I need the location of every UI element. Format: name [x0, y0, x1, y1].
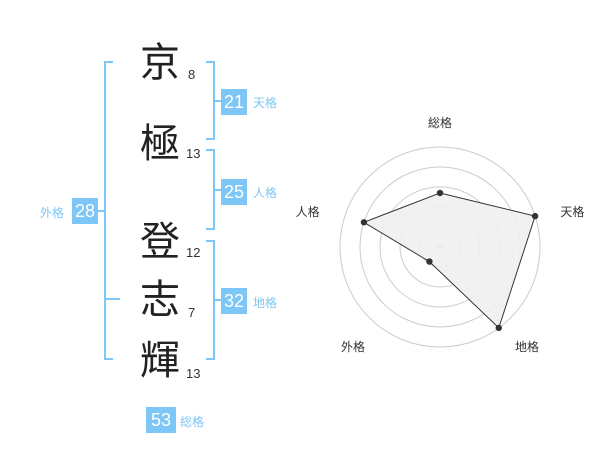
radar-data-polygon — [362, 192, 536, 329]
radar-point-1 — [436, 189, 444, 197]
radar-axis-label-1: 総格 — [428, 115, 452, 130]
name-char-1: 京 — [140, 40, 180, 86]
tenkaku-bracket — [206, 61, 215, 140]
gaikaku-label: 外格 — [40, 206, 65, 220]
radar-point-3 — [495, 324, 502, 332]
chikaku-bracket-tick — [215, 299, 221, 301]
radar-axis-label-4: 外格 — [341, 339, 365, 354]
jinkaku-bracket-tick — [215, 189, 221, 191]
soukaku-value: 53 — [146, 407, 176, 433]
radar-point-5 — [360, 219, 368, 226]
tenkaku-label: 天格 — [253, 96, 278, 110]
tenkaku-bracket-tick — [215, 100, 221, 102]
chikaku-bracket — [206, 240, 215, 360]
tenkaku-value: 21 — [221, 89, 247, 115]
stroke-count-5: 13 — [186, 366, 201, 381]
chikaku-value: 32 — [221, 288, 247, 314]
stroke-count-1: 8 — [188, 67, 196, 82]
radar-point-2 — [531, 212, 539, 220]
name-char-3: 登 — [140, 219, 180, 265]
radar-grid-ring-5 — [339, 146, 541, 348]
gaikaku-value: 28 — [72, 198, 98, 224]
jinkaku-label: 人格 — [253, 186, 278, 200]
radar-axis-label-5: 人格 — [296, 204, 320, 219]
jinkaku-value: 25 — [221, 179, 247, 205]
jinkaku-bracket — [206, 149, 215, 230]
chikaku-label: 地格 — [253, 296, 278, 310]
soukaku-label: 総格 — [180, 415, 205, 429]
name-char-2: 極 — [140, 121, 180, 167]
gaikaku-bracket-inner-tick — [104, 298, 120, 300]
gaikaku-bracket-tick — [98, 210, 104, 212]
stroke-count-4: 7 — [188, 305, 196, 320]
radar-axis-label-3: 地格 — [515, 339, 539, 354]
gaikaku-bracket — [104, 61, 113, 360]
stroke-count-2: 13 — [186, 146, 201, 161]
name-char-4: 志 — [140, 277, 180, 323]
stroke-count-3: 12 — [186, 245, 201, 260]
name-char-5: 輝 — [140, 338, 180, 384]
radar-point-4 — [426, 258, 433, 265]
radar-axis-label-2: 天格 — [560, 204, 584, 219]
